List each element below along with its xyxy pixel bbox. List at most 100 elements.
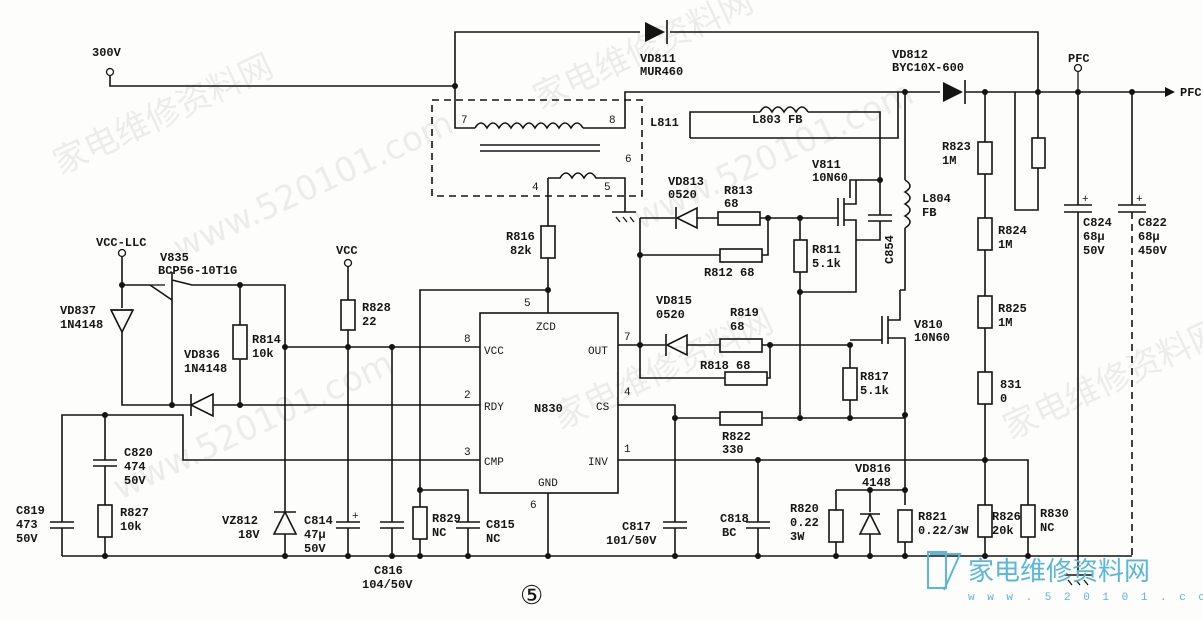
r830-ref: R830 bbox=[1040, 507, 1069, 521]
c814-voltage: 50V bbox=[304, 542, 326, 556]
vd815-value: 0520 bbox=[656, 308, 685, 322]
r813-ref: R813 bbox=[724, 184, 753, 198]
sense-network: R820 0.22 3W VD816 4148 R821 0.22/3W bbox=[790, 462, 969, 556]
n830-gnd-label: GND bbox=[538, 478, 558, 490]
resistor-r818 bbox=[724, 371, 768, 386]
vd836-value: 1N4148 bbox=[184, 362, 227, 376]
r825-value: 1M bbox=[998, 316, 1012, 330]
vz812-ref: VZ812 bbox=[222, 514, 258, 528]
r819-value: 68 bbox=[730, 320, 744, 334]
r816-ref: R816 bbox=[506, 230, 535, 244]
r821-ref: R821 bbox=[918, 510, 947, 524]
resistor-r831 bbox=[977, 371, 993, 405]
svg-text:+: + bbox=[352, 511, 359, 523]
r819-ref: R819 bbox=[730, 306, 759, 320]
r822-ref: R822 bbox=[722, 430, 751, 444]
capacitor-c824: + C824 68μ 50V bbox=[1064, 92, 1112, 556]
r820-power: 3W bbox=[790, 530, 805, 544]
r823-ref: R823 bbox=[942, 140, 971, 154]
n830-pin6: 6 bbox=[530, 500, 537, 512]
r829-value: NC bbox=[432, 526, 446, 540]
c820-voltage: 50V bbox=[124, 474, 146, 488]
c854-ref: C854 bbox=[883, 235, 897, 264]
resistor-r816 bbox=[540, 225, 556, 259]
cmp-network: C820 474 50V R827 10k C819 473 50V bbox=[16, 412, 480, 556]
v810-value: 10N60 bbox=[914, 331, 950, 345]
resistor-r821 bbox=[897, 509, 913, 543]
n830-out-label: OUT bbox=[588, 346, 608, 358]
c815-ref: C815 bbox=[486, 518, 515, 532]
ground-symbol bbox=[1064, 556, 1092, 586]
vd812-value: BYC10X-600 bbox=[892, 61, 964, 75]
resistor-r828 bbox=[340, 299, 356, 331]
watermark-text: 家电维修资料网 bbox=[47, 46, 280, 183]
n830-cmp-label: CMP bbox=[484, 457, 504, 469]
vcc-decoupling: VZ812 18V + C814 47μ 50V C816 104/50V R8… bbox=[222, 347, 515, 592]
c817-value: 101/50V bbox=[606, 534, 657, 548]
r816-value: 82k bbox=[510, 244, 532, 258]
inductor-l804: L804 FB bbox=[900, 92, 951, 291]
c819-voltage: 50V bbox=[16, 532, 38, 546]
r824-ref: R824 bbox=[998, 224, 1027, 238]
rail-pfc: PFC PFC bbox=[1068, 52, 1202, 100]
c815-value: NC bbox=[486, 532, 500, 546]
r823-value: 1M bbox=[942, 154, 956, 168]
label-vcc: VCC bbox=[336, 244, 358, 258]
watermark-url: www.520101.com bbox=[627, 73, 920, 238]
r826-value: 20k bbox=[992, 524, 1014, 538]
r814-value: 10k bbox=[252, 347, 274, 361]
ic-n830: N830 ZCD VCC RDY CMP OUT CS INV GND 5 8 … bbox=[464, 298, 631, 556]
r831-ref: 831 bbox=[1000, 378, 1022, 392]
l811-pin-8: 8 bbox=[609, 115, 616, 127]
n830-pin1: 1 bbox=[624, 444, 631, 456]
rail-300v: 300V bbox=[92, 31, 1039, 112]
r824-value: 1M bbox=[998, 238, 1012, 252]
c820-value: 474 bbox=[124, 460, 146, 474]
r811-ref: R811 bbox=[812, 243, 841, 257]
r827-value: 10k bbox=[120, 520, 142, 534]
resistor-feed bbox=[1014, 92, 1046, 211]
c816-ref: C816 bbox=[374, 564, 403, 578]
c814-ref: C814 bbox=[304, 514, 333, 528]
resistor-r820 bbox=[828, 509, 844, 543]
n830-pin3: 3 bbox=[464, 447, 471, 459]
capacitor-c817: C817 101/50V bbox=[606, 418, 687, 556]
r820-ref: R820 bbox=[790, 502, 819, 516]
n830-rdy-label: RDY bbox=[484, 402, 504, 414]
r825-ref: R825 bbox=[998, 302, 1027, 316]
vd813-value: 0520 bbox=[668, 188, 697, 202]
n830-pin7: 7 bbox=[624, 332, 631, 344]
r818-label: R818 68 bbox=[700, 359, 750, 373]
capacitor-c854: C854 bbox=[856, 180, 897, 264]
watermark-url: www.520101.com bbox=[167, 103, 460, 268]
resistor-r830 bbox=[1020, 504, 1036, 538]
r820-value: 0.22 bbox=[790, 516, 819, 530]
svg-text:+: + bbox=[1136, 194, 1143, 206]
r817-ref: R817 bbox=[860, 370, 889, 384]
r822-value: 330 bbox=[722, 443, 744, 457]
resistor-r825 bbox=[977, 295, 993, 329]
capacitor-c822: + C822 68μ 450V bbox=[1118, 92, 1168, 556]
figure-number: ⑤ bbox=[520, 581, 543, 610]
v835-value: BCP56-10T1G bbox=[158, 264, 237, 278]
vd812-ref: VD812 bbox=[892, 48, 928, 62]
r828-ref: R828 bbox=[362, 301, 391, 315]
c820-ref: C820 bbox=[124, 446, 153, 460]
r814-ref: R814 bbox=[252, 333, 281, 347]
n830-cs-label: CS bbox=[596, 402, 610, 414]
r827-ref: R827 bbox=[120, 506, 149, 520]
r811-value: 5.1k bbox=[812, 257, 841, 271]
n830-zcd-label: ZCD bbox=[536, 322, 556, 334]
l811-pin-6: 6 bbox=[625, 154, 632, 166]
label-300v: 300V bbox=[92, 46, 122, 60]
c814-value: 47μ bbox=[304, 528, 326, 542]
vcc-llc-network: VCC-LLC V835 BCP56-10T1G R814 10k VD837 … bbox=[60, 236, 480, 418]
resistor-r822 bbox=[719, 411, 763, 426]
r821-value: 0.22/3W bbox=[918, 524, 969, 538]
vz812-value: 18V bbox=[238, 528, 260, 542]
mosfet-v810: V810 10N60 bbox=[850, 290, 950, 505]
vd811-value: MUR460 bbox=[640, 65, 683, 79]
n830-vcc-label: VCC bbox=[484, 346, 504, 358]
